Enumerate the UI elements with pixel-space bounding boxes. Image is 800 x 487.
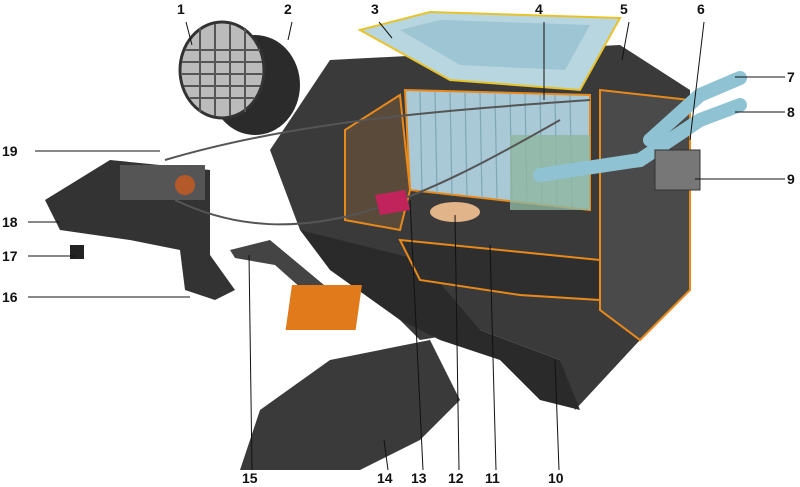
heater-valve [654,149,701,191]
callout-3: 3 [371,1,379,17]
control-cable-2 [174,119,561,226]
outlet-pipe [533,98,747,182]
callout-14: 14 [377,470,393,486]
control-cable [164,99,591,161]
air-flap [285,285,362,330]
lid-inner [400,20,590,70]
callout-6: 6 [697,1,705,17]
callout-9: 9 [787,171,795,187]
callout-16: 16 [2,289,18,305]
floor-air-duct [240,340,460,470]
cutaway-lower-edge [398,238,601,302]
housing-lower [300,230,580,410]
callout-18: 18 [2,214,18,230]
lever-end [70,245,84,259]
callout-2: 2 [284,1,292,17]
callout-11: 11 [485,470,500,486]
callout-17: 17 [2,248,18,264]
callout-5: 5 [620,1,628,17]
callout-7: 7 [787,69,795,85]
callout-1: 1 [177,1,185,17]
fan-motor [430,202,480,222]
callout-4: 4 [535,1,543,17]
leader-lines [28,21,785,471]
motor-connector [375,190,410,215]
callout-12: 12 [448,470,464,486]
grille-mesh [182,24,262,116]
callout-8: 8 [787,104,795,120]
inlet-pipe [643,71,747,147]
control-spring [175,175,195,195]
callout-13: 13 [411,470,427,486]
callout-19: 19 [2,143,18,159]
air-inlet-grille [178,20,266,120]
callout-10: 10 [548,470,564,486]
callout-15: 15 [242,470,258,486]
